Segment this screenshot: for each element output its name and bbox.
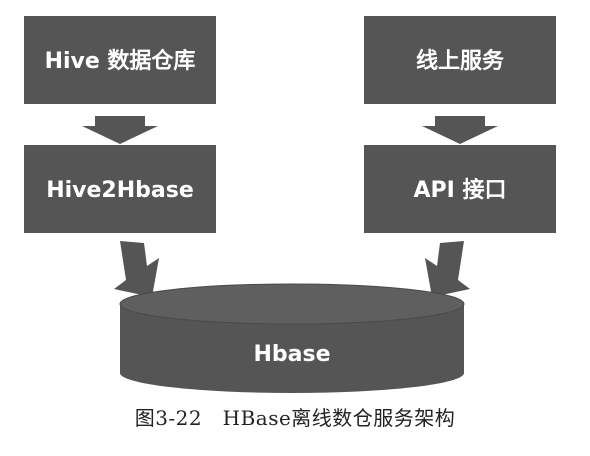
figure-caption: 图3-22 HBase离线数仓服务架构	[134, 406, 456, 430]
api-box: API 接口	[364, 145, 556, 233]
online-service-label: 线上服务	[416, 48, 505, 74]
diagonal-arrow-left	[114, 241, 159, 297]
diagonal-arrow-right	[425, 241, 470, 297]
online-service-box: 线上服务	[364, 16, 556, 104]
api-label: API 接口	[414, 178, 507, 203]
down-arrow-left	[82, 116, 158, 144]
hive2hbase-label: Hive2Hbase	[46, 178, 194, 203]
hbase-label: Hbase	[253, 342, 330, 367]
hive-warehouse-label: Hive 数据仓库	[45, 48, 196, 74]
hive2hbase-box: Hive2Hbase	[24, 145, 216, 233]
down-arrow-right	[422, 116, 498, 144]
hbase-cylinder: Hbase	[119, 283, 465, 393]
hive-warehouse-box: Hive 数据仓库	[24, 16, 216, 104]
cylinder-top	[119, 283, 465, 325]
cylinder-body	[120, 304, 464, 393]
